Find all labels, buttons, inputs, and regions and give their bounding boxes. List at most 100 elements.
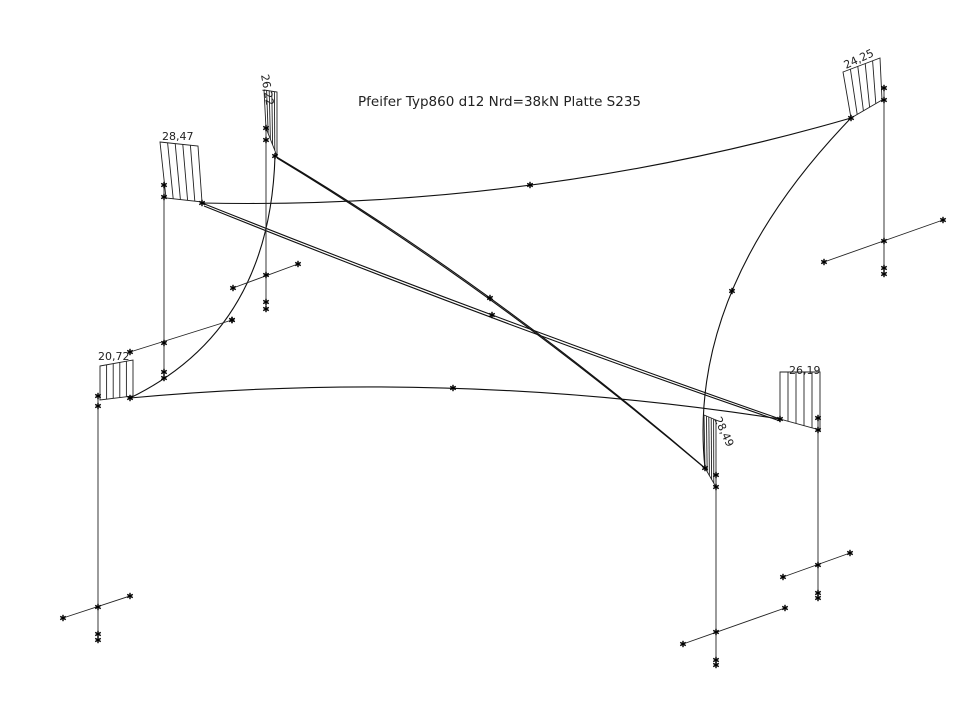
node-marker-icon	[262, 136, 270, 144]
node-marker-icon	[880, 264, 888, 272]
marker-stroke	[880, 97, 888, 103]
marker-stroke	[814, 562, 822, 568]
node-marker-icon	[880, 270, 888, 278]
node-marker-icon	[94, 630, 102, 638]
node-marker-icon	[160, 339, 168, 347]
marker-stroke	[160, 369, 168, 375]
node-marker-icon	[160, 181, 168, 189]
marker-stroke	[814, 427, 822, 433]
base-plate-left-front	[62, 595, 131, 619]
force-hatch-line	[189, 145, 196, 202]
marker-stroke	[880, 238, 888, 244]
marker-stroke	[488, 312, 496, 318]
node-marker-icon	[712, 471, 720, 479]
node-marker-icon	[814, 594, 822, 602]
marker-stroke	[198, 200, 206, 206]
node-marker-icon	[712, 483, 720, 491]
node-marker-icon	[814, 426, 822, 434]
marker-stroke	[94, 393, 102, 399]
force-hatch-line	[872, 60, 877, 104]
marker-stroke	[712, 657, 720, 663]
node-marker-icon	[94, 636, 102, 644]
marker-stroke	[294, 261, 302, 267]
node-marker-icon	[846, 549, 854, 557]
node-marker-icon	[198, 199, 206, 207]
marker-stroke	[701, 465, 709, 471]
cable-back	[201, 117, 852, 205]
marker-stroke	[712, 484, 720, 490]
marker-stroke	[779, 574, 787, 580]
node-marker-icon	[94, 392, 102, 400]
cable-diagonal-1b	[276, 157, 708, 471]
force-hatch-line	[864, 63, 871, 108]
marker-stroke	[126, 593, 134, 599]
node-marker-icon	[271, 152, 279, 160]
node-marker-icon	[880, 96, 888, 104]
base-plate-right-front	[782, 552, 851, 578]
cable-right-edge	[702, 117, 852, 469]
marker-stroke	[880, 85, 888, 91]
marker-stroke	[262, 299, 270, 305]
marker-stroke	[160, 182, 168, 188]
force-label-center-back: 26,22	[258, 73, 276, 106]
force-hatch-line	[849, 69, 858, 115]
node-marker-icon	[126, 348, 134, 356]
marker-stroke	[262, 137, 270, 143]
marker-stroke	[94, 631, 102, 637]
force-hatch-line	[857, 66, 864, 111]
base-plate-left-back	[129, 319, 233, 353]
node-marker-icon	[160, 374, 168, 382]
marker-stroke	[712, 662, 720, 668]
force-diagram-left-front	[99, 359, 134, 401]
cable-diagonal-2a	[201, 202, 781, 420]
force-hatch-line	[174, 143, 181, 200]
marker-stroke	[262, 125, 270, 131]
node-marker-icon	[820, 258, 828, 266]
cable-diagonal-2b	[203, 205, 781, 422]
marker-stroke	[94, 637, 102, 643]
node-marker-icon	[488, 311, 496, 319]
marker-stroke	[939, 217, 947, 223]
marker-stroke	[229, 285, 237, 291]
marker-stroke	[728, 288, 736, 294]
force-diagram-right-front	[779, 371, 821, 431]
node-marker-icon	[526, 181, 534, 189]
node-marker-icon	[847, 114, 855, 122]
marker-stroke	[880, 265, 888, 271]
node-marker-icon	[712, 628, 720, 636]
diagram-title: Pfeifer Typ860 d12 Nrd=38kN Platte S235	[358, 94, 641, 110]
node-marker-icon	[776, 415, 784, 423]
marker-stroke	[880, 271, 888, 277]
cable-left-edge	[129, 155, 276, 399]
node-marker-icon	[160, 368, 168, 376]
force-diagram-right-back	[842, 57, 883, 119]
node-marker-icon	[262, 124, 270, 132]
marker-stroke	[486, 295, 494, 301]
marker-stroke	[449, 385, 457, 391]
force-hatch-line	[271, 91, 274, 145]
marker-stroke	[679, 641, 687, 647]
marker-stroke	[776, 416, 784, 422]
marker-stroke	[228, 317, 236, 323]
marker-stroke	[526, 182, 534, 188]
node-marker-icon	[486, 294, 494, 302]
node-marker-icon	[262, 271, 270, 279]
cable-diagonal-1a	[274, 155, 706, 469]
node-marker-icon	[94, 603, 102, 611]
marker-stroke	[814, 590, 822, 596]
marker-stroke	[59, 615, 67, 621]
force-diagram-center-back	[263, 89, 278, 157]
node-marker-icon	[814, 561, 822, 569]
node-marker-icon	[728, 287, 736, 295]
force-hatch-line	[705, 415, 708, 472]
marker-stroke	[160, 375, 168, 381]
force-hatch-line	[708, 416, 710, 476]
force-label-left-back: 28,47	[162, 130, 194, 143]
node-marker-icon	[126, 592, 134, 600]
force-label-right-back: 24,25	[842, 47, 876, 72]
force-hatch-line	[167, 142, 174, 199]
node-marker-icon	[781, 604, 789, 612]
node-marker-icon	[814, 414, 822, 422]
node-marker-icon	[262, 305, 270, 313]
